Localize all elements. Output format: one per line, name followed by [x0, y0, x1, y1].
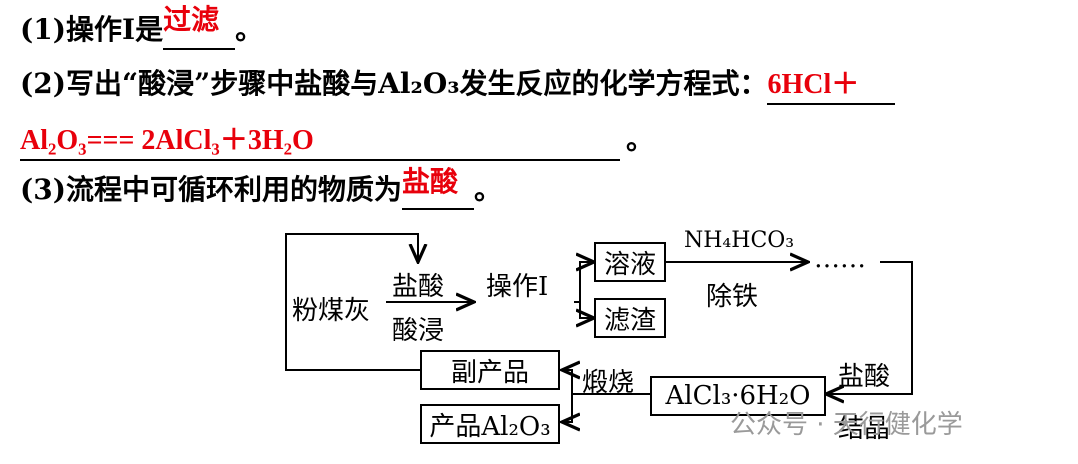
q2-blank-1: 6HCl＋ — [767, 66, 896, 105]
acid-top-label: 盐酸 — [392, 272, 445, 302]
q1-suffix: 。 — [235, 13, 264, 46]
reagent-label: NH₄HCO₃ — [684, 228, 795, 253]
q1-answer: 过滤 — [163, 3, 220, 36]
q1-prefix: (1)操作Ⅰ是 — [20, 13, 164, 46]
question-2-cont: Al₂O₃=== 2AlCl₃＋3H₂O 。 — [20, 122, 654, 161]
split-top — [574, 262, 594, 303]
q2-answer-line1: 6HCl＋ — [767, 69, 860, 100]
question-3: (3)流程中可循环利用的物质为盐酸。 — [20, 165, 502, 210]
split-bottom — [580, 302, 594, 318]
q2-blank-2: Al₂O₃=== 2AlCl₃＋3H₂O — [20, 122, 620, 161]
crystal-label: 结晶 — [838, 414, 891, 444]
recycle-line — [285, 233, 420, 371]
residue-label: 滤渣 — [603, 305, 656, 336]
q3-prefix: (3)流程中可循环利用的物质为 — [20, 173, 402, 206]
hcl-label: 盐酸 — [838, 362, 891, 392]
question-2: (2)写出“酸浸”步骤中盐酸与Al₂O₃发生反应的化学方程式：6HCl＋ — [20, 66, 896, 105]
calcine-split-top — [562, 370, 650, 395]
q3-suffix: 。 — [473, 173, 502, 206]
calcine-split-bottom — [562, 394, 572, 422]
q2-suffix: 。 — [626, 123, 655, 156]
alcl3-box: AlCl₃·6H₂O — [650, 376, 826, 416]
question-1: (1)操作Ⅰ是过滤。 — [20, 3, 264, 50]
solution-box: 溶液 — [594, 242, 666, 282]
calcine-label: 煅烧 — [582, 368, 635, 398]
fly-ash-label: 粉煤灰 — [292, 296, 371, 326]
operation-label: 操作Ⅰ — [486, 272, 549, 302]
ellipsis-label: …… — [814, 244, 866, 274]
alcl3-label: AlCl₃·6H₂O — [665, 381, 811, 411]
remove-iron-label: 除铁 — [706, 282, 759, 312]
q3-answer: 盐酸 — [401, 165, 458, 198]
byproduct-label: 副产品 — [450, 357, 529, 388]
q2-prefix: (2)写出“酸浸”步骤中盐酸与Al₂O₃发生反应的化学方程式： — [20, 67, 768, 100]
residue-box: 滤渣 — [594, 298, 666, 338]
byproduct-box: 副产品 — [420, 350, 560, 390]
q1-blank: 过滤 — [163, 3, 236, 50]
product-box: 产品Al₂O₃ — [420, 404, 560, 444]
acid-bottom-label: 酸浸 — [392, 316, 445, 346]
product-label: 产品Al₂O₃ — [429, 411, 551, 442]
q3-blank: 盐酸 — [401, 165, 474, 210]
watermark: 公众号 · 天行健化学 — [730, 410, 963, 440]
solution-label: 溶液 — [603, 249, 656, 280]
crystal-arrow — [826, 261, 913, 394]
q2-answer-line2: Al₂O₃=== 2AlCl₃＋3H₂O — [20, 125, 314, 156]
